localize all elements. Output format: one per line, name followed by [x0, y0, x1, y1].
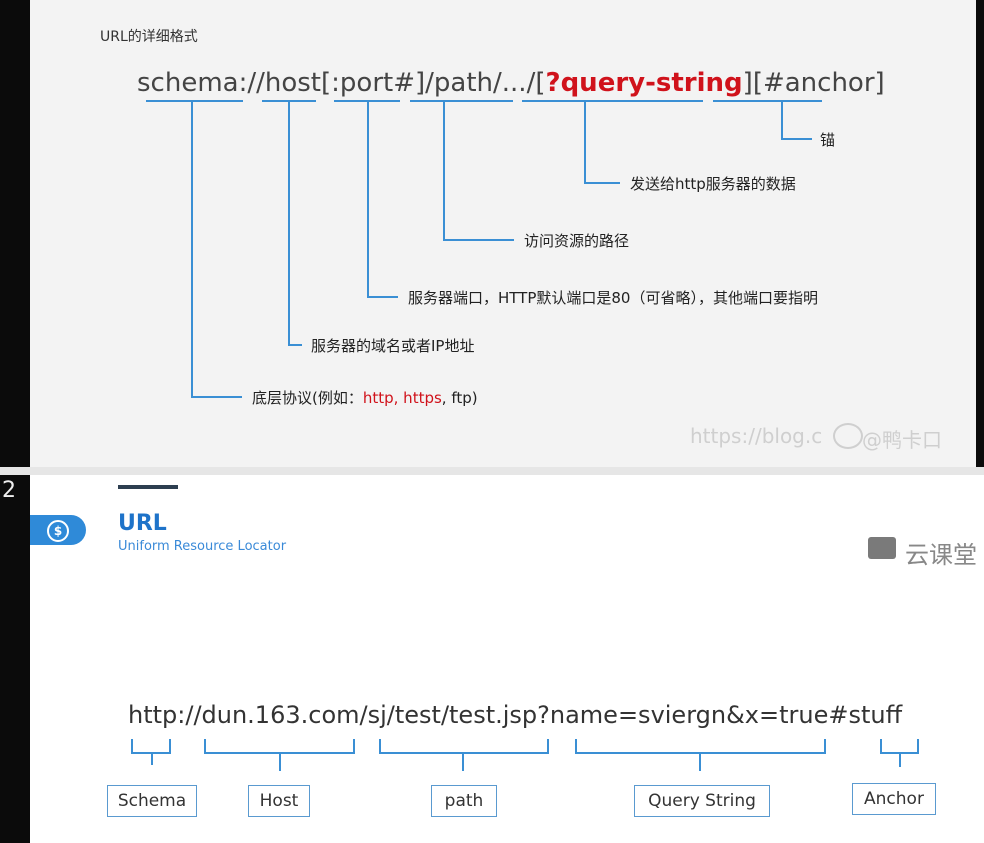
annotation-query: 发送给http服务器的数据 [630, 175, 796, 193]
annotation-host: 服务器的域名或者IP地址 [311, 337, 475, 355]
annotation-port: 服务器端口，HTTP默认端口是80（可省略），其他端口要指明 [408, 289, 818, 307]
connector-path [443, 101, 514, 241]
url-host: host [264, 68, 321, 98]
url-example-panel: 2 $ URL Uniform Resource Locator 云课堂 htt… [0, 475, 984, 843]
connector-schema [191, 101, 242, 398]
section-subtitle: Uniform Resource Locator [118, 539, 287, 554]
url-port: [:port#] [321, 68, 426, 98]
annotation-schema: 底层协议(例如：http, https, ftp) [252, 387, 478, 408]
url-query-string: ?query-string [545, 68, 743, 98]
url-path: /path/.../ [425, 68, 536, 98]
brace-schema [131, 739, 171, 765]
connector-lines [146, 100, 822, 398]
brace-anchor [880, 739, 919, 767]
url-format-panel: URL的详细格式 schema://host[:port#]/path/.../… [0, 0, 984, 467]
logo-text: 云课堂 [905, 541, 977, 569]
connector-host [288, 101, 302, 346]
annotation-schema-examples: http, https [362, 389, 442, 407]
label-path: path [431, 785, 497, 817]
brace-path [379, 739, 549, 771]
brace-connectors [131, 739, 919, 771]
label-query-string: Query String [634, 785, 770, 817]
connector-query [584, 101, 620, 184]
brace-query [575, 739, 826, 771]
side-number: 2 [2, 478, 16, 503]
annotation-anchor: 锚 [820, 131, 836, 149]
label-schema: Schema [107, 785, 197, 817]
panel-separator [0, 467, 984, 475]
annotation-schema-suffix: , ftp) [441, 389, 478, 407]
left-border-bottom [0, 475, 30, 843]
left-border [0, 0, 30, 467]
connector-port [367, 101, 398, 298]
url-schema: schema [137, 68, 239, 98]
connector-anchor [781, 101, 812, 140]
url-bracket-close: ] [742, 68, 753, 98]
label-anchor: Anchor [852, 783, 936, 815]
right-border [976, 0, 984, 467]
dollar-circle-icon: $ [47, 520, 69, 542]
chat-bubble-icon [868, 537, 896, 559]
watermark-url: https://blog.c [690, 424, 823, 448]
annotation-schema-prefix: 底层协议(例如： [252, 389, 363, 407]
url-template: schema://host[:port#]/path/.../[?query-s… [137, 68, 885, 98]
watermark-author: @鸭卡口 [862, 428, 942, 452]
brace-host [204, 739, 355, 771]
annotation-path: 访问资源的路径 [524, 232, 630, 250]
weibo-icon [833, 423, 863, 449]
panel-title: URL的详细格式 [100, 29, 198, 45]
url-anchor: [#anchor] [752, 68, 885, 98]
section-pill: $ [30, 515, 86, 545]
example-url: http://dun.163.com/sj/test/test.jsp?name… [128, 701, 903, 729]
url-separator: :// [238, 68, 265, 98]
section-title: URL [118, 511, 167, 536]
label-host: Host [248, 785, 310, 817]
url-bracket-open: [ [535, 68, 546, 98]
top-accent-bar [118, 485, 178, 489]
